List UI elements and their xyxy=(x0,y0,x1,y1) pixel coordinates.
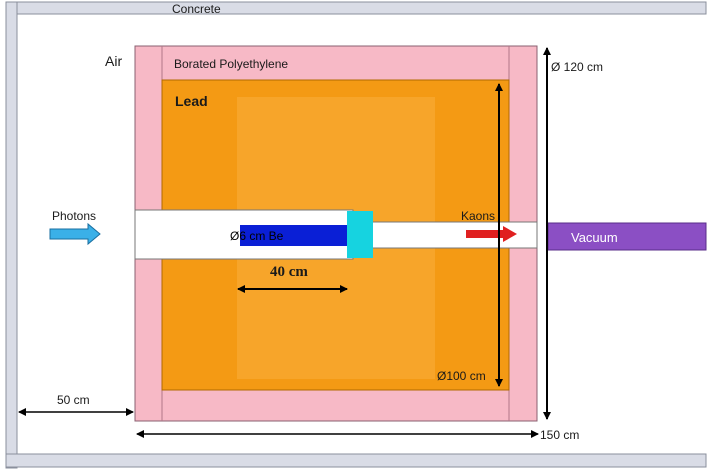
target-label: Ø6 cm Be xyxy=(230,229,284,243)
concrete-bottom-wall xyxy=(5,453,707,468)
air-label: Air xyxy=(105,53,122,69)
dimension-150cm-label: 150 cm xyxy=(540,428,579,442)
lead-label: Lead xyxy=(175,93,208,109)
dimension-50cm-label: 50 cm xyxy=(57,393,90,407)
vacuum-label: Vacuum xyxy=(571,230,618,245)
dimension-40cm-label: 40 cm xyxy=(270,264,308,280)
vacuum-pipe xyxy=(547,222,707,251)
concrete-label: Concrete xyxy=(172,2,221,16)
photon-arrow xyxy=(49,222,101,246)
concrete-top-wall xyxy=(5,1,707,15)
borated-polyethylene-label: Borated Polyethylene xyxy=(174,57,288,71)
kaons-label: Kaons xyxy=(461,209,495,223)
photons-label: Photons xyxy=(52,209,96,223)
target-end-block xyxy=(347,211,373,258)
concrete-left-wall xyxy=(5,1,18,469)
dimension-120cm-label: Ø 120 cm xyxy=(551,60,603,74)
dimension-100cm-label: Ø100 cm xyxy=(437,369,486,383)
beryllium-target xyxy=(240,225,350,246)
kaon-arrow xyxy=(466,226,517,242)
